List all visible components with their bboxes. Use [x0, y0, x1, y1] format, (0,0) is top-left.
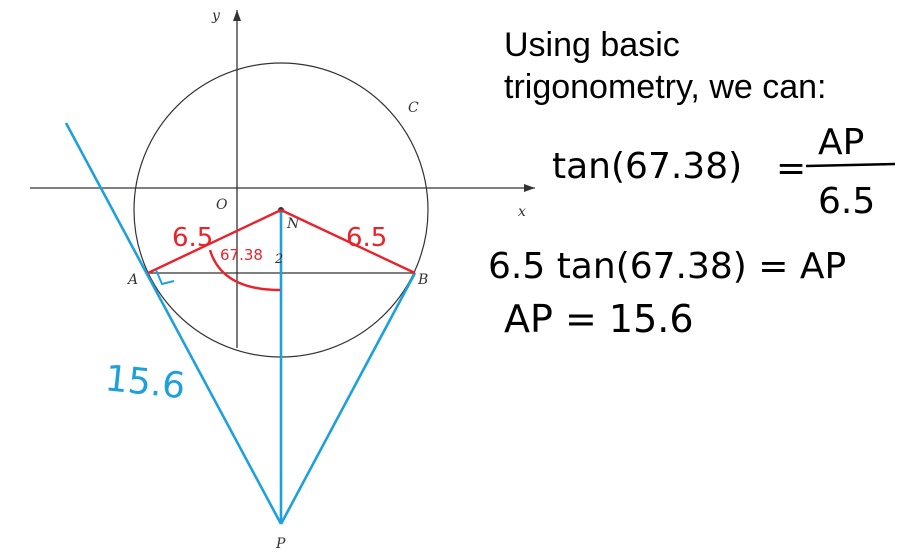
fraction-bar: [805, 162, 896, 168]
label-a: A: [126, 272, 138, 288]
equation-1-left: tan(67.38): [552, 146, 742, 187]
intro-line-2: trigonometry, we can:: [504, 68, 827, 106]
radius-na: [147, 208, 282, 275]
radius-nb: [280, 208, 416, 275]
equation-1-numerator: AP: [818, 122, 864, 163]
length-nb-label: 6.5: [346, 223, 387, 253]
right-angle-marker: [155, 269, 175, 286]
y-axis-label: y: [211, 8, 221, 24]
label-b: B: [417, 272, 428, 288]
equation-3: AP = 15.6: [504, 297, 694, 341]
x-axis-label: x: [518, 204, 526, 220]
length-ap-label: 15.6: [103, 358, 187, 407]
label-p: P: [275, 536, 286, 552]
angle-label: 67.38: [220, 246, 263, 264]
length-na-label: 6.5: [172, 223, 213, 253]
x-axis-arrow: [524, 184, 535, 192]
angle-arc-n: [208, 249, 281, 292]
tangent-line-b: [279, 272, 417, 525]
equation-2: 6.5 tan(67.38) = AP: [488, 246, 846, 287]
equation-1-denominator: 6.5: [818, 181, 875, 222]
label-o: O: [216, 197, 228, 213]
intro-line-1: Using basic: [504, 26, 680, 64]
equation-1-equals: =: [776, 148, 806, 189]
label-n: N: [286, 216, 300, 232]
label-2: 2: [274, 252, 283, 267]
tangent-line-a: [64, 122, 283, 525]
y-axis-arrow: [233, 10, 241, 21]
label-c: C: [408, 100, 419, 116]
